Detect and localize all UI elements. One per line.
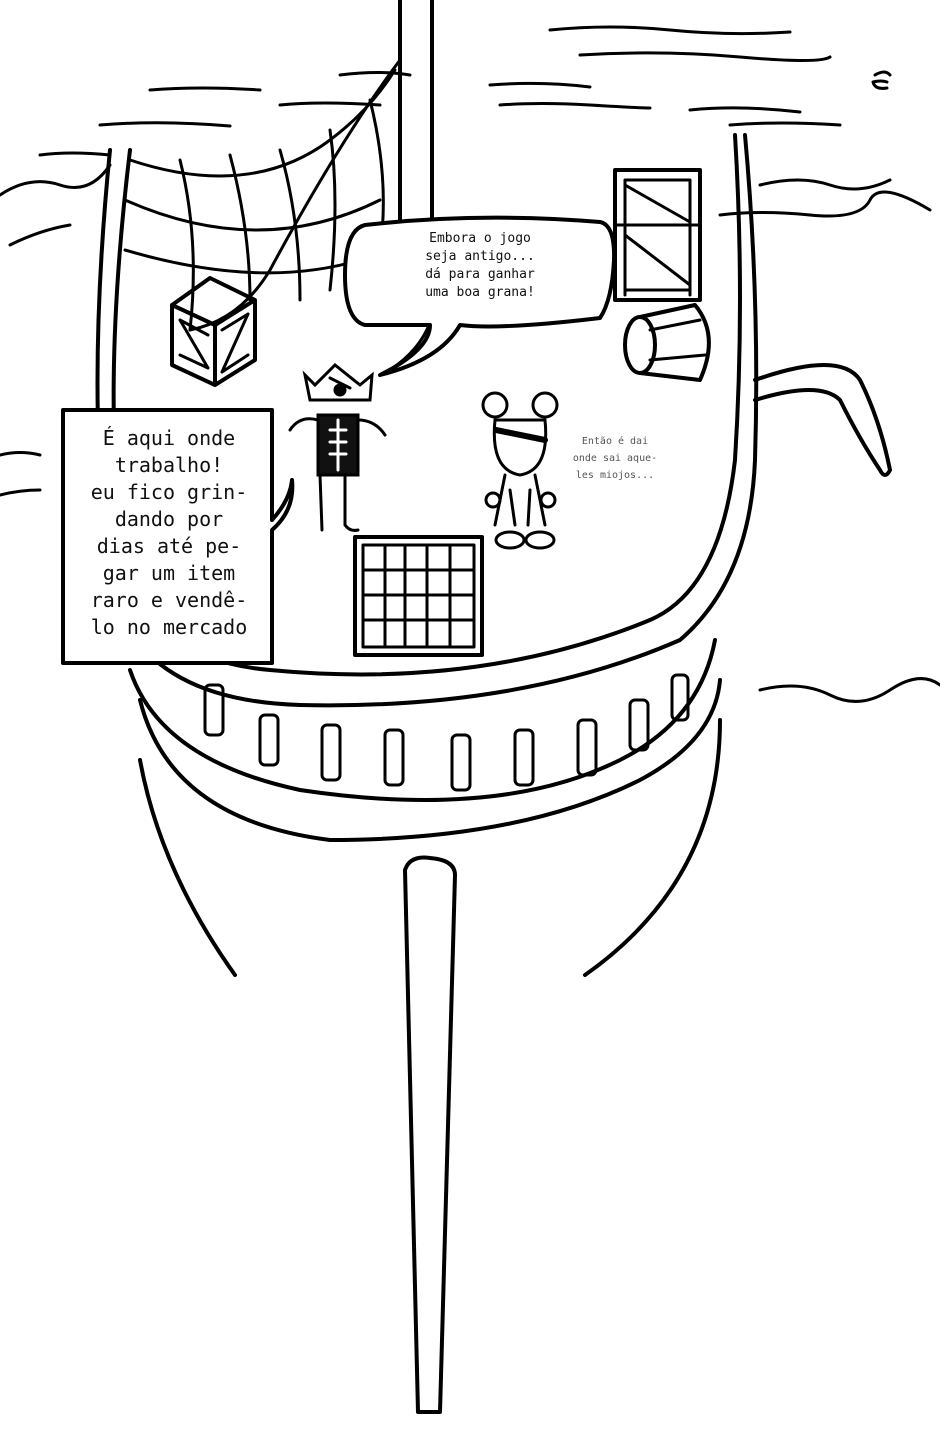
bubble-line: dando por <box>114 507 224 531</box>
bubble-line: Então é dai <box>581 436 649 447</box>
bubble-line: trabalho! <box>114 453 224 477</box>
speech-box-left-text: É aqui onde trabalho! eu fico grin- dand… <box>64 425 274 641</box>
sailor-character <box>481 391 559 550</box>
bowsprit <box>403 855 457 1414</box>
bubble-line: dá para ganhar <box>425 267 535 282</box>
sea-waves <box>0 25 940 703</box>
speech-bubble-top <box>343 215 617 377</box>
railing-posts <box>203 673 690 792</box>
bubble-line: eu fico grin- <box>90 480 248 504</box>
bubble-line: raro e vendê- <box>90 588 248 612</box>
crate-left <box>170 276 257 387</box>
bubble-line: Embora o jogo <box>429 231 531 246</box>
bubble-line: uma boa grana! <box>425 285 535 300</box>
crate-stack-right <box>613 168 702 302</box>
barrel <box>623 303 711 382</box>
bubble-line: lo no mercado <box>90 615 248 639</box>
deck-hatch <box>353 535 484 657</box>
bubble-line: gar um item <box>102 561 236 585</box>
speech-box-left <box>61 408 295 665</box>
bubble-line: dias até pe- <box>96 534 242 558</box>
speech-bubble-top-text: Embora o jogo seja antigo... dá para gan… <box>360 230 600 302</box>
bubble-line: onde sai aque- <box>572 453 658 464</box>
bubble-line: les miojos... <box>575 470 655 481</box>
bubble-line: É aqui onde <box>102 426 236 450</box>
thought-text-right: Então é dai onde sai aque- les miojos... <box>560 433 670 484</box>
mast <box>398 0 434 232</box>
skeleton-pirate-character <box>288 362 387 532</box>
bubble-line: seja antigo... <box>425 249 535 264</box>
